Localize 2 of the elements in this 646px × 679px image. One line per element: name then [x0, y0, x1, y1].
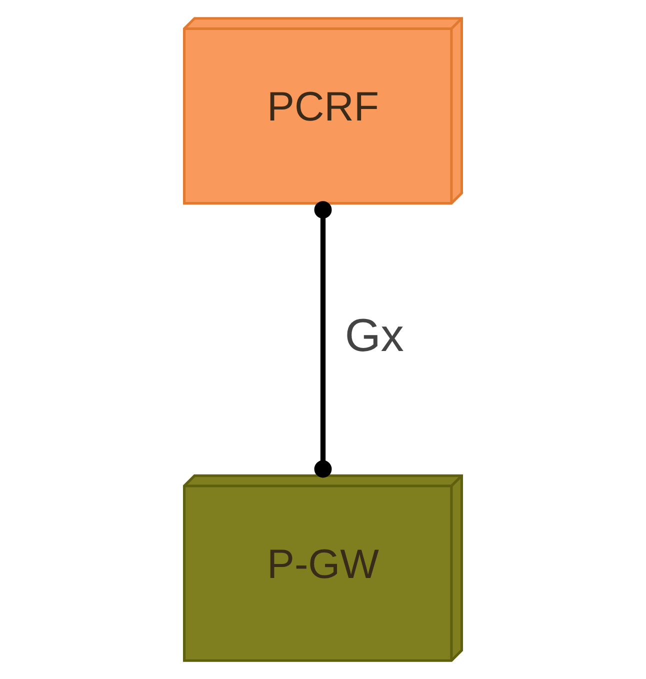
connector — [314, 201, 332, 478]
edge-label: Gx — [344, 308, 404, 361]
